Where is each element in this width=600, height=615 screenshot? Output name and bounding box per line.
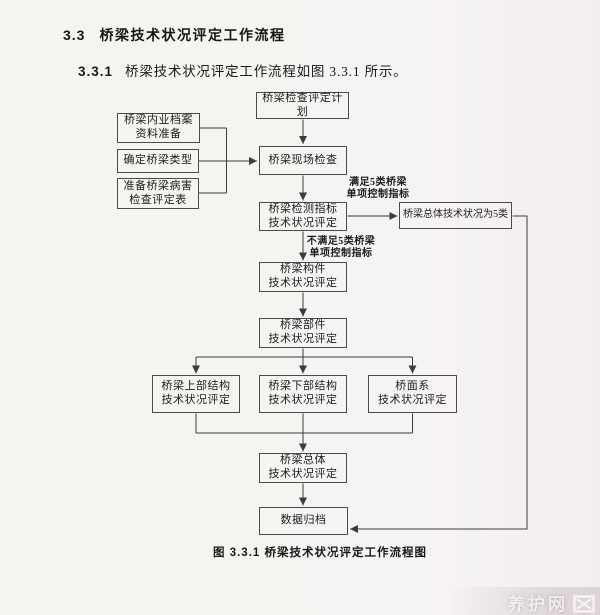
flow-node-bridge-type: 确定桥梁类型 [117, 149, 199, 173]
flow-node-overall-class5: 桥梁总体技术状况为5类 [399, 202, 512, 229]
flow-node-detection-index-eval: 桥梁检测指标 技术状况评定 [259, 202, 347, 231]
clause-number: 3.3.1 [78, 64, 114, 79]
edge-label-meets-class5: 满足5类桥梁 单项控制指标 [346, 177, 410, 200]
flow-node-data-archive: 数据归档 [259, 507, 348, 535]
flow-node-archives-prep: 桥梁内业档案 资料准备 [117, 113, 200, 143]
flow-node-site-inspection: 桥梁现场检查 [259, 146, 347, 175]
broken-image-icon [573, 595, 595, 613]
watermark: 养护网 [508, 595, 595, 613]
flow-node-inspection-plan: 桥梁检查评定计划 [256, 92, 349, 119]
clause-text: 桥梁技术状况评定工作流程如图 3.3.1 所示。 [125, 64, 408, 79]
figure-caption: 图 3.3.1 桥梁技术状况评定工作流程图 [213, 547, 427, 559]
section-heading: 3.3 桥梁技术状况评定工作流程 [63, 27, 285, 44]
flow-node-deck-system-eval: 桥面系 技术状况评定 [368, 375, 457, 413]
flow-node-superstructure-eval: 桥梁上部结构 技术状况评定 [152, 375, 240, 413]
flow-node-disease-form: 准备桥梁病害 检查评定表 [117, 178, 199, 209]
edge-label-not-meets-class5: 不满足5类桥梁 单项控制指标 [306, 236, 376, 259]
flow-node-part-eval: 桥梁部件 技术状况评定 [259, 318, 347, 348]
section-title: 桥梁技术状况评定工作流程 [99, 27, 286, 43]
flow-node-member-eval: 桥梁构件 技术状况评定 [259, 262, 347, 292]
section-number: 3.3 [63, 27, 86, 43]
flow-node-substructure-eval: 桥梁下部结构 技术状况评定 [259, 375, 347, 413]
watermark-text: 养护网 [508, 594, 568, 614]
clause-paragraph: 3.3.1 桥梁技术状况评定工作流程如图 3.3.1 所示。 [78, 64, 407, 80]
flow-node-overall-eval: 桥梁总体 技术状况评定 [259, 453, 347, 483]
